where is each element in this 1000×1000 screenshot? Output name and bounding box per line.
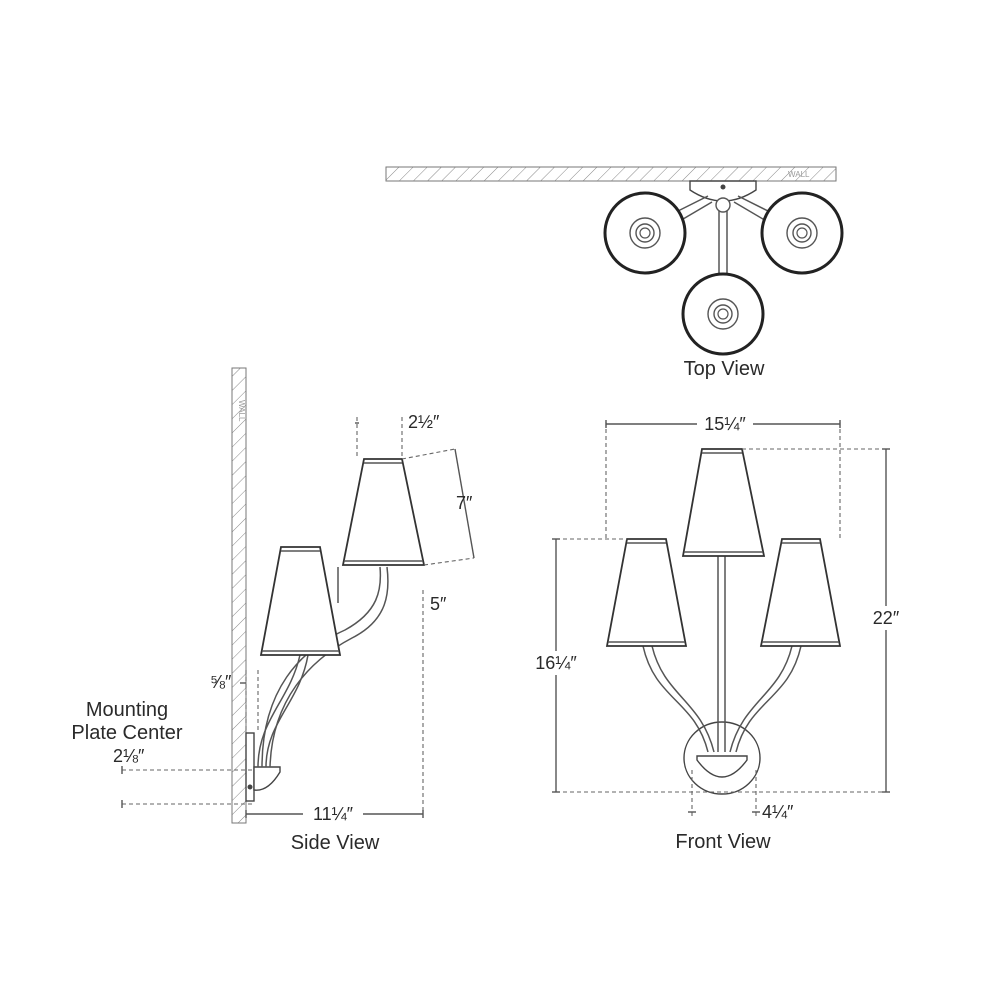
side-wall [231, 367, 247, 824]
dim-overall-width: 15¼″ [704, 414, 746, 434]
front-cup [696, 755, 748, 778]
dim-side-height: 16¼″ [535, 653, 577, 673]
side-mount-screw [247, 784, 253, 790]
front-shade-right [759, 538, 842, 647]
front-shade-center [681, 448, 766, 557]
front-arm-right-b [729, 645, 793, 753]
top-view-caption: Top View [684, 358, 765, 380]
side-cup [253, 766, 281, 791]
front-view-caption: Front View [675, 831, 771, 853]
front-arm-right [735, 645, 802, 753]
front-view: 15¼″ 22″ 16¼″ 4¼″ Front View [528, 412, 906, 853]
mount-label-line2: Plate Center [71, 722, 183, 744]
top-arm-hub [715, 197, 731, 213]
side-wall-mark: WALL [237, 400, 246, 422]
side-arm-lower-b [265, 654, 309, 768]
top-shade-center [681, 272, 765, 356]
top-shade-left [603, 191, 687, 275]
dim-shade-top-width: 2½″ [408, 412, 440, 432]
dim-depth: 11¼″ [313, 804, 354, 824]
top-wall-mark: WALL [788, 170, 810, 179]
dim-mount-center: 2⅛″ [113, 746, 145, 766]
top-mount-screw [720, 184, 726, 190]
mount-label-line1: Mounting [86, 699, 168, 721]
front-shade-left [605, 538, 688, 647]
dim-backplate-width: 4¼″ [762, 802, 794, 822]
side-view-caption: Side View [291, 832, 380, 854]
side-backplate [245, 732, 255, 802]
dim-overall-height: 22″ [873, 608, 900, 628]
dim-shade-height: 7″ [456, 493, 473, 513]
front-arm-left-b [651, 645, 715, 753]
top-arm-right-b [733, 201, 769, 223]
dim-shade-offset: 5″ [430, 594, 447, 614]
side-view: WALL 2½″ 7″ 5″ ⅝″ [71, 367, 475, 854]
side-arm-lower [257, 654, 301, 768]
side-shade-lower [259, 546, 342, 656]
side-arm-upper-b [269, 566, 389, 768]
top-shade-right [760, 191, 844, 275]
front-arm-left [642, 645, 709, 753]
top-view: WALL Top View [385, 166, 844, 380]
side-shade-upper [341, 458, 426, 566]
top-wall [385, 166, 837, 182]
dim-wall-offset: ⅝″ [210, 672, 232, 692]
